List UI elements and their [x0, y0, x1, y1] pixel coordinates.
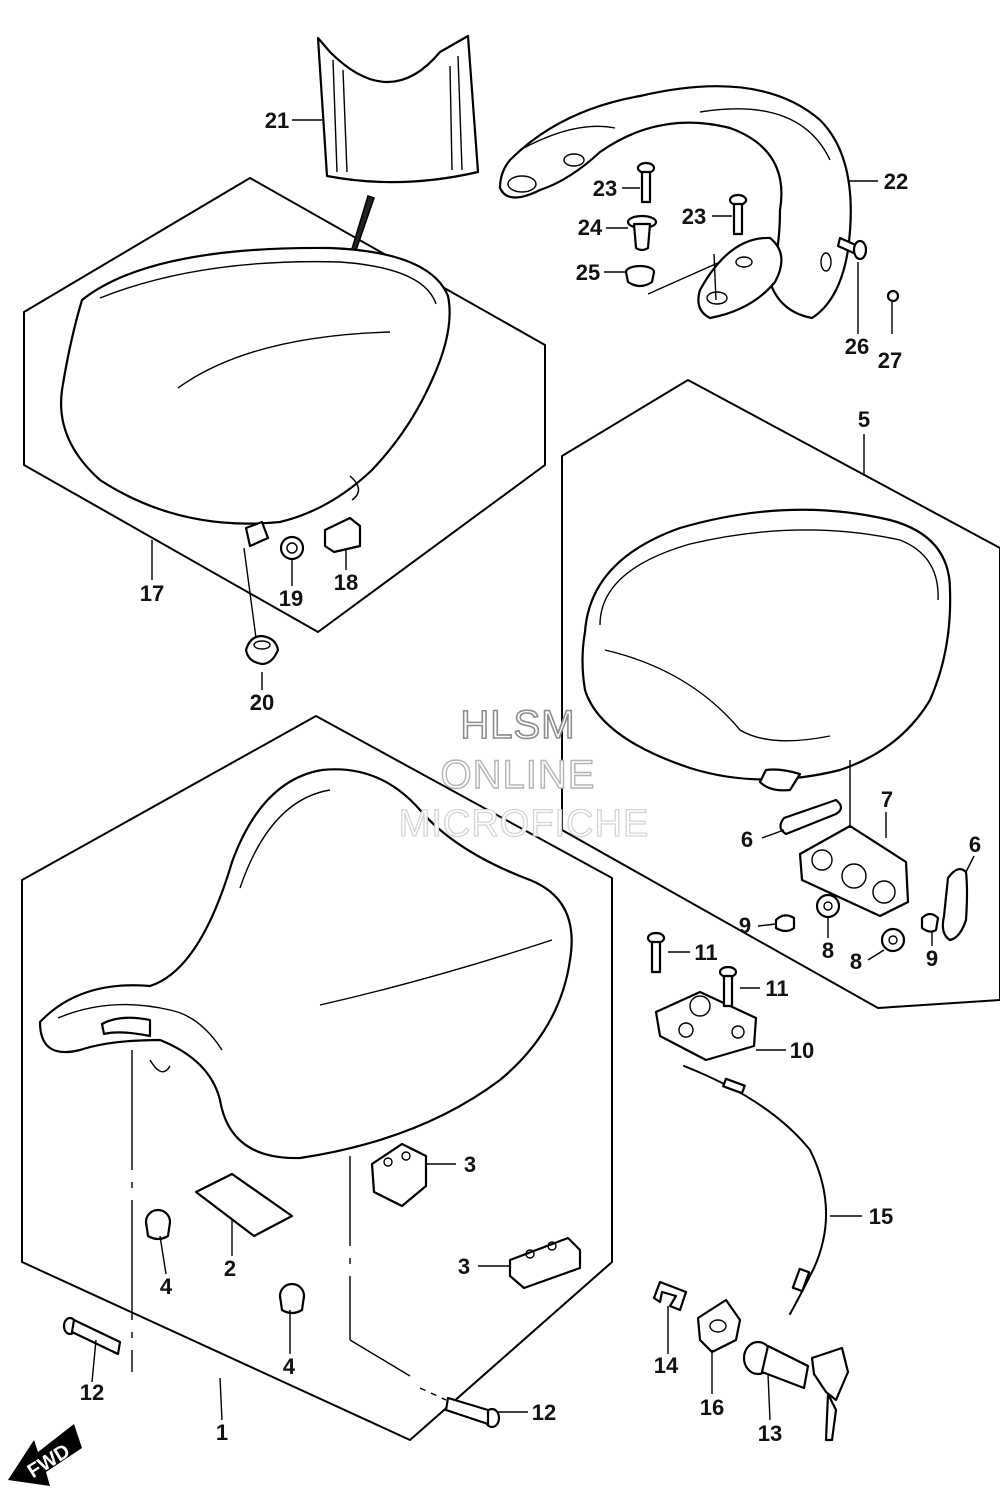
callout-25: 25 [576, 260, 600, 285]
collar-part-9b[interactable] [920, 912, 940, 933]
callout-8a: 8 [822, 938, 834, 963]
collar-part-24[interactable] [626, 214, 658, 252]
callout-labels: 21 22 23 23 24 25 26 27 17 18 19 20 5 7 … [80, 108, 981, 1446]
grommet-part-8b[interactable] [880, 927, 906, 953]
callout-1: 1 [216, 1420, 228, 1445]
clip-part-14[interactable] [652, 1280, 688, 1312]
collar-part-9a[interactable] [774, 914, 796, 933]
rear-seat-part-5[interactable] [581, 508, 952, 792]
callout-12b: 12 [532, 1400, 556, 1425]
callout-21: 21 [265, 108, 289, 133]
callout-19: 19 [279, 586, 303, 611]
screw-part-26[interactable] [836, 236, 868, 261]
callout-18: 18 [334, 570, 358, 595]
grommet-part-8a[interactable] [815, 893, 841, 919]
assembly-frame-1 [21, 715, 613, 1441]
callout-22: 22 [884, 169, 908, 194]
callout-23a: 23 [593, 176, 617, 201]
callout-20: 20 [250, 690, 274, 715]
callout-16: 16 [700, 1395, 724, 1420]
cushion-part-25[interactable] [624, 264, 656, 288]
callout-23b: 23 [682, 204, 706, 229]
callout-15: 15 [869, 1204, 893, 1229]
callout-12a: 12 [80, 1380, 104, 1405]
callout-14: 14 [654, 1353, 679, 1378]
callout-3b: 3 [458, 1254, 470, 1279]
callout-17: 17 [140, 581, 164, 606]
cap-part-27[interactable] [886, 289, 900, 303]
strap-part-6a[interactable] [779, 798, 843, 836]
catch-tab [244, 520, 270, 548]
front-seat-part-1[interactable] [38, 768, 573, 1160]
callout-9a: 9 [739, 913, 751, 938]
callout-3a: 3 [464, 1152, 476, 1177]
assembly-frame-5 [561, 379, 1000, 1009]
bolt-part-12b[interactable] [444, 1396, 501, 1429]
watermark-line-3: MICROFICHE [399, 803, 650, 845]
seat-cowl-part-21[interactable] [316, 34, 480, 184]
cushion-part-18[interactable] [323, 516, 362, 554]
grommet-part-19[interactable] [279, 535, 305, 561]
damper-part-4a[interactable] [144, 1208, 172, 1241]
bumper-part-3a[interactable] [370, 1142, 428, 1208]
watermark: HLSM ONLINE MICROFICHE [398, 702, 650, 845]
leader-lines [91, 119, 975, 1421]
watermark-line-1: HLSM [460, 703, 575, 747]
callout-4b: 4 [283, 1354, 296, 1379]
grab-rail-part-22[interactable] [498, 85, 852, 320]
callout-2: 2 [224, 1256, 236, 1281]
callout-24: 24 [578, 215, 603, 240]
watermark-line-2: ONLINE [441, 753, 596, 797]
callout-7: 7 [881, 787, 893, 812]
callout-11b: 11 [765, 976, 788, 1001]
screw-part-23b[interactable] [728, 193, 748, 236]
assembly-frame-17 [23, 177, 546, 633]
callout-4a: 4 [160, 1274, 173, 1299]
callout-11a: 11 [694, 940, 717, 965]
pad-part-2[interactable] [194, 1172, 294, 1238]
seat-lock-part-10[interactable] [654, 990, 758, 1062]
key-lock-part-13[interactable] [742, 1340, 850, 1442]
screw-part-23a[interactable] [636, 161, 656, 204]
bolt-part-11a[interactable] [646, 931, 666, 974]
callout-27: 27 [878, 348, 902, 373]
callout-8b: 8 [850, 949, 862, 974]
damper-part-4b[interactable] [278, 1282, 306, 1315]
callout-13: 13 [758, 1421, 782, 1446]
callout-26: 26 [845, 334, 869, 359]
bolt-part-12a[interactable] [62, 1316, 122, 1356]
callout-6a: 6 [741, 827, 753, 852]
passenger-seat-part-17[interactable] [60, 246, 451, 525]
fwd-arrow-icon: FWD [8, 1424, 82, 1486]
callout-9b: 9 [926, 946, 938, 971]
strap-part-6b[interactable] [941, 868, 969, 942]
bumper-part-3b[interactable] [508, 1236, 582, 1290]
callout-5: 5 [858, 407, 870, 432]
bracket-part-7[interactable] [798, 824, 910, 918]
bolt-part-11b[interactable] [718, 965, 738, 1008]
holder-part-16[interactable] [696, 1298, 742, 1354]
callout-10: 10 [790, 1038, 814, 1063]
cable-part-15[interactable] [683, 1065, 827, 1315]
damper-part-20[interactable] [244, 634, 280, 666]
callout-6b: 6 [969, 832, 981, 857]
